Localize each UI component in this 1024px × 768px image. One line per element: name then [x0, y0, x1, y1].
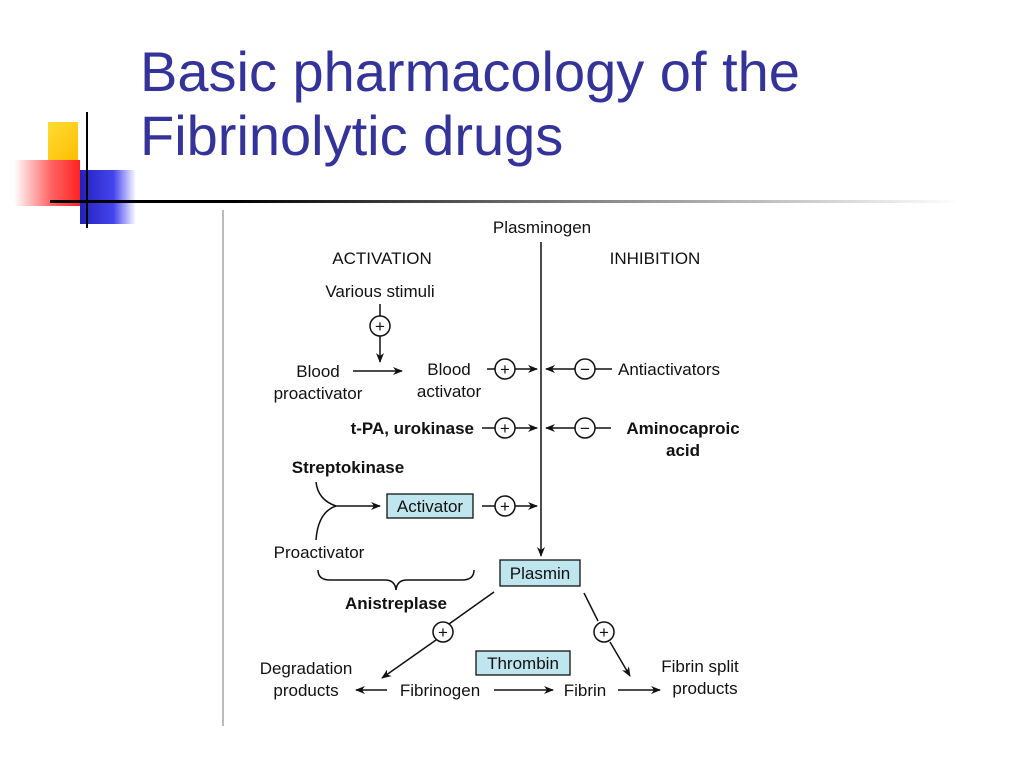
streptokinase-label: Streptokinase	[292, 458, 404, 477]
right-plus-circle	[593, 621, 615, 643]
anistreplase-label: Anistreplase	[345, 594, 447, 613]
aminocaproic-label-2: acid	[666, 441, 700, 460]
stimuli-plus-sign: +	[375, 317, 385, 336]
fibrinogen-label: Fibrinogen	[400, 681, 480, 700]
degradation-products-label-2: products	[273, 681, 338, 700]
activator-box	[386, 493, 474, 519]
row2-plus-sign: +	[500, 419, 510, 438]
right-plus-to-split-arrow	[609, 641, 631, 677]
fibrin-split-products-label-2: products	[672, 679, 737, 698]
deco-horizontal-line	[50, 200, 960, 203]
blood-proactivator-label-2: proactivator	[274, 384, 363, 403]
anistreplase-brace	[317, 569, 475, 591]
plasminogen-label: Plasminogen	[493, 218, 591, 237]
aminocaproic-label-1: Aminocaproic	[626, 419, 739, 438]
left-plus-to-degradation-arrow	[381, 639, 437, 679]
left-plus-sign: +	[438, 623, 448, 642]
fibrin-split-products-label-1: Fibrin split	[661, 657, 739, 676]
deco-red-square	[14, 160, 80, 206]
thrombin-box-label: Thrombin	[487, 654, 559, 673]
proactivator-label: Proactivator	[274, 543, 365, 562]
plasmin-box	[499, 559, 581, 587]
deco-yellow-square	[48, 122, 78, 164]
proactivator-curve	[315, 505, 337, 541]
plasmin-to-plus-right-line	[583, 592, 599, 622]
various-stimuli-label: Various stimuli	[325, 282, 434, 301]
thrombin-box	[475, 650, 571, 676]
tpa-urokinase-label: t-PA, urokinase	[351, 419, 474, 438]
antiactivators-label: Antiactivators	[618, 360, 720, 379]
slide-title-line-1: Basic pharmacology of the	[140, 40, 800, 103]
row1-plus-sign: +	[500, 360, 510, 379]
activator-box-label: Activator	[397, 497, 463, 516]
left-plus-circle	[432, 621, 454, 643]
right-plus-sign: +	[599, 623, 609, 642]
row3-plus-sign: +	[500, 497, 510, 516]
plasmin-to-plus-left-line	[448, 591, 495, 625]
blood-proactivator-label-1: Blood	[296, 362, 339, 381]
row2-minus-sign: −	[580, 419, 590, 438]
deco-vertical-line	[86, 112, 88, 228]
blood-activator-label-2: activator	[417, 382, 482, 401]
inhibition-header: INHIBITION	[610, 249, 701, 268]
fibrin-label: Fibrin	[564, 681, 607, 700]
slide-title-line-2: Fibrinolytic drugs	[140, 104, 564, 167]
row1-minus-sign: −	[580, 360, 590, 379]
deco-blue-square	[80, 170, 136, 224]
activation-header: ACTIVATION	[332, 249, 432, 268]
blood-activator-label-1: Blood	[427, 360, 470, 379]
slide-title: Basic pharmacology of the Fibrinolytic d…	[140, 40, 1000, 168]
degradation-products-label-1: Degradation	[260, 659, 353, 678]
streptokinase-curve	[315, 481, 381, 510]
plasmin-box-label: Plasmin	[510, 564, 570, 583]
